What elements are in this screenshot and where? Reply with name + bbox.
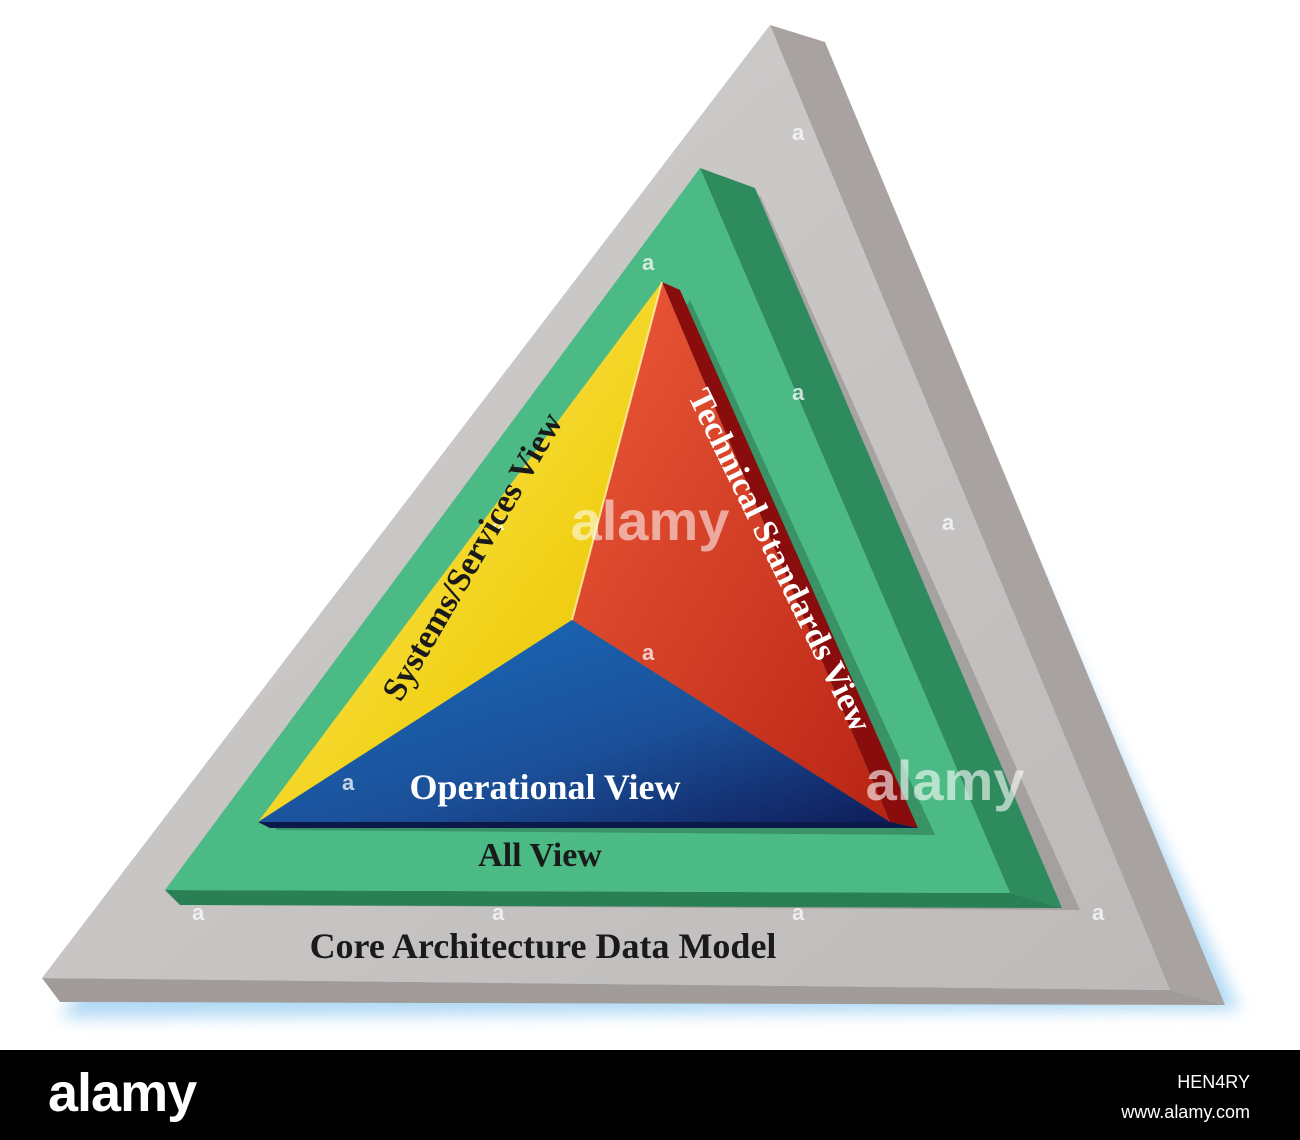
systems-services-face — [258, 282, 662, 822]
footer-bar: alamy HEN4RY www.alamy.com — [0, 1050, 1300, 1140]
yellow-ridge-highlight — [571, 281, 663, 621]
all-view-bottom-bevel — [165, 890, 1062, 908]
core-layer-bottom-bevel — [42, 978, 1225, 1005]
watermark-mark: a — [792, 900, 805, 925]
alamy-logo[interactable]: alamy — [48, 1063, 197, 1123]
watermark-mark: a — [342, 770, 355, 795]
diagram-area: a a a a a a a a a a a a Systems/Services… — [42, 25, 1240, 1018]
technical-right-bevel — [662, 282, 918, 828]
all-view-right-bevel — [700, 168, 1062, 908]
watermark-mark: a — [492, 900, 505, 925]
operational-bottom-bevel — [258, 822, 918, 828]
watermark-mark: a — [492, 510, 505, 535]
watermark-mark: a — [192, 900, 205, 925]
inner-views-triangle — [258, 281, 935, 835]
watermark-mark: a — [1092, 640, 1105, 665]
watermark-center: alamy — [571, 489, 730, 552]
all-view-label: All View — [478, 837, 602, 874]
watermark-mark: a — [942, 510, 955, 535]
image-code: HEN4RY — [1177, 1072, 1250, 1092]
operational-face — [258, 620, 890, 822]
watermark-mark: a — [1092, 900, 1105, 925]
technical-standards-face — [572, 282, 890, 822]
watermark-mark: a — [792, 120, 805, 145]
operational-view-label: Operational View — [410, 767, 681, 807]
watermark-mark: a — [642, 640, 655, 665]
site-url[interactable]: www.alamy.com — [1121, 1102, 1250, 1122]
watermark-mark: a — [792, 380, 805, 405]
watermark-side: alamy — [866, 749, 1025, 812]
architecture-pyramid-diagram: a a a a a a a a a a a a Systems/Services… — [42, 25, 1240, 1018]
core-layer-right-bevel — [770, 25, 1225, 1005]
core-architecture-data-model-label: Core Architecture Data Model — [310, 926, 777, 966]
watermark-marks: a a a a a a a a a a a a — [192, 120, 1105, 925]
watermark-mark: a — [642, 250, 655, 275]
